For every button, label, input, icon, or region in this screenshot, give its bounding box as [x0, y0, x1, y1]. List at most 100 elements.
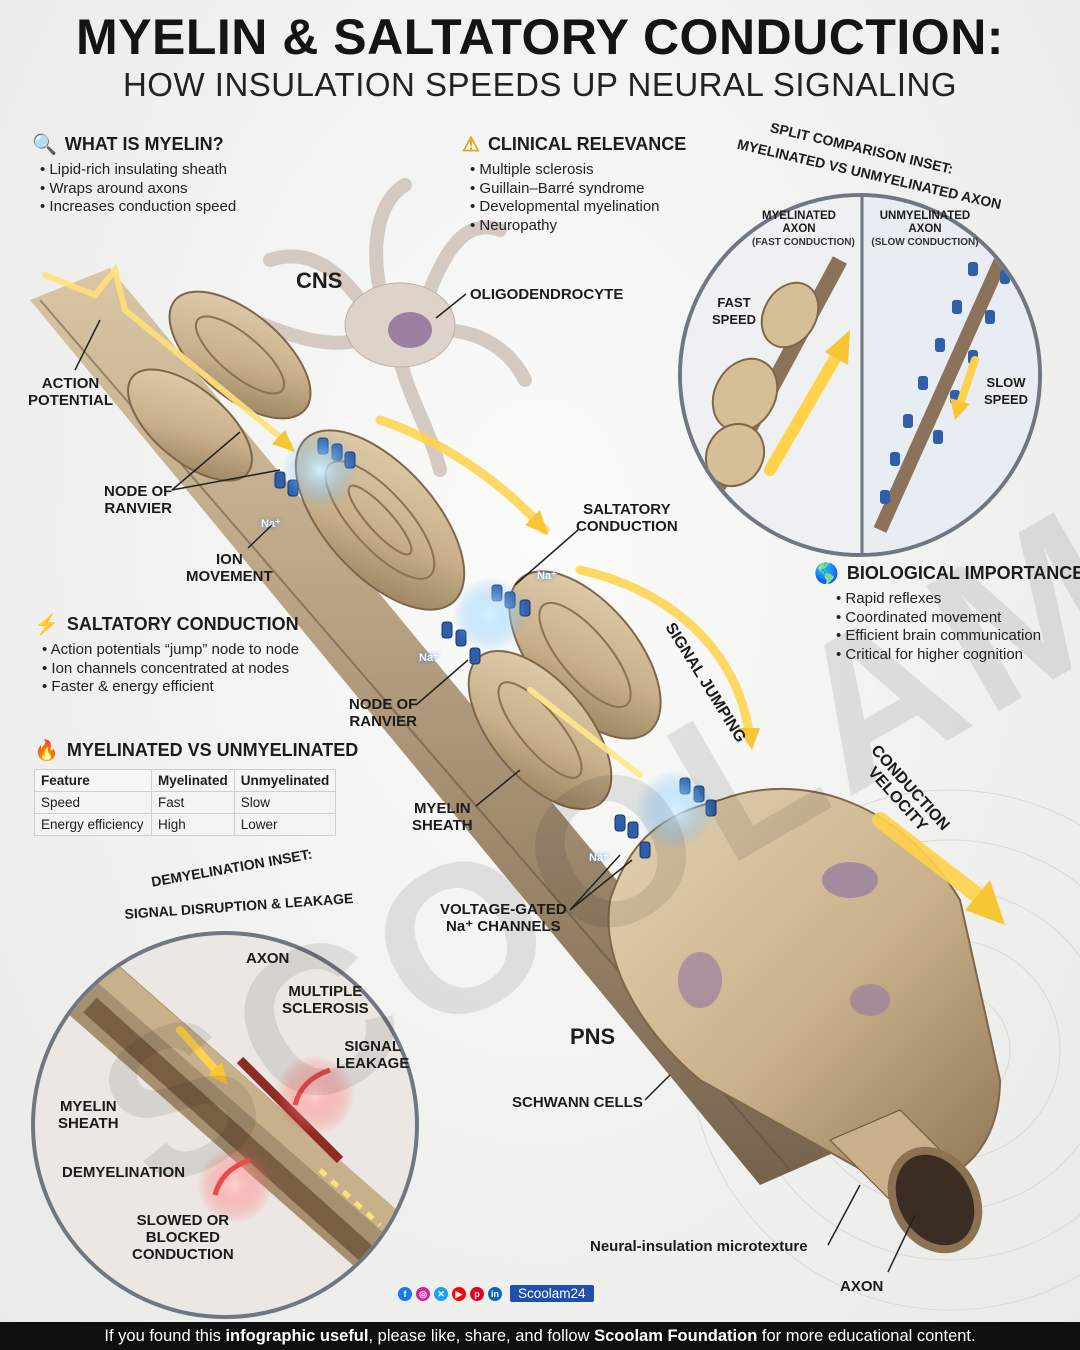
- label-line: ION: [216, 551, 243, 568]
- footer-text: If you found this: [104, 1327, 226, 1345]
- label-line: SPEED: [712, 312, 757, 327]
- label-line: MYELINATED: [762, 210, 836, 222]
- myelin-segment-5: [467, 649, 613, 811]
- label-line: MOVEMENT: [186, 568, 273, 585]
- label-line: AXON: [908, 223, 942, 235]
- label-line: LEAKAGE: [336, 1055, 410, 1072]
- page-subtitle: HOW INSULATION SPEEDS UP NEURAL SIGNALIN…: [122, 66, 958, 103]
- label-line: CONDUCTION: [576, 518, 678, 535]
- inset-label-demyelination: DEMYELINATION: [62, 1164, 186, 1181]
- table-cell: Speed: [34, 791, 152, 814]
- schwann-cell-block: [607, 787, 1002, 1254]
- label-line: SHEATH: [58, 1115, 119, 1132]
- youtube-icon[interactable]: ▶: [452, 1286, 466, 1301]
- label-line: SIGNAL: [344, 1038, 401, 1055]
- instagram-icon[interactable]: ◎: [416, 1286, 430, 1301]
- signal-arrowheads: [272, 430, 1005, 925]
- split-inset-title: SPLIT COMPARISON INSET: MYELINATED VS UN…: [728, 119, 1003, 216]
- fire-icon: 🔥: [34, 739, 59, 762]
- label-axon: AXON: [840, 1278, 884, 1295]
- label-line: Na⁺ CHANNELS: [446, 918, 561, 935]
- label-line: CONDUCTION: [132, 1246, 234, 1263]
- label-line: (SLOW CONDUCTION): [871, 237, 979, 248]
- label-line: NODE OF: [104, 483, 173, 500]
- label-line: UNMYELINATED: [879, 210, 971, 222]
- facebook-icon[interactable]: f: [398, 1286, 412, 1301]
- label-line: MULTIPLE: [288, 983, 363, 1000]
- section-biological-importance: 🌎 BIOLOGICAL IMPORTANCE Rapid reflexes Co…: [814, 563, 1080, 664]
- na-ion-label: Na⁺: [419, 652, 439, 664]
- bullet-item: Neuropathy: [470, 217, 686, 236]
- inset-label-axon: AXON: [246, 950, 290, 967]
- page-title: MYELIN & SALTATORY CONDUCTION:: [76, 9, 1004, 65]
- bullet-item: Multiple sclerosis: [470, 161, 686, 180]
- section-heading: BIOLOGICAL IMPORTANCE: [846, 563, 1080, 583]
- label-line: VOLTAGE-GATED: [440, 901, 567, 918]
- footer-text: for more educational content.: [757, 1327, 976, 1345]
- label-pns: PNS: [570, 1024, 616, 1049]
- globe-icon: 🌎: [814, 562, 839, 585]
- demyelination-inset-circle: [31, 931, 419, 1319]
- table-cell: High: [151, 813, 235, 836]
- label-line: MYELIN: [413, 800, 471, 817]
- footer-text: , please like, share, and follow: [368, 1327, 595, 1345]
- label-line: ACTION: [41, 375, 100, 392]
- na-ion-label: Na⁺: [589, 852, 609, 864]
- footer-bar: If you found this infographic useful, pl…: [0, 1322, 1080, 1350]
- section-saltatory-conduction: ⚡ SALTATORY CONDUCTION Action potentials …: [34, 614, 299, 697]
- bullet-item: Action potentials “jump” node to node: [42, 641, 300, 660]
- label-line: SHEATH: [412, 817, 473, 834]
- label-line: (FAST CONDUCTION): [752, 237, 855, 248]
- label-line: SCLEROSIS: [282, 1000, 369, 1017]
- label-line: SALTATORY: [583, 501, 671, 518]
- bullet-item: Ion channels concentrated at nodes: [42, 660, 299, 679]
- label-cns: CNS: [296, 268, 343, 293]
- social-bar: f ◎ ✕ ▶ p in Scoolam24: [398, 1285, 594, 1302]
- bullet-item: Faster & energy efficient: [42, 678, 299, 697]
- bullet-item: Critical for higher cognition: [836, 646, 1080, 665]
- label-line: MYELIN: [59, 1098, 117, 1115]
- label-line: POTENTIAL: [28, 392, 113, 409]
- linkedin-icon[interactable]: in: [488, 1286, 502, 1301]
- label-line: BLOCKED: [145, 1229, 220, 1246]
- bullet-item: Guillain–Barré syndrome: [470, 180, 686, 199]
- bullet-item: Rapid reflexes: [836, 590, 1080, 609]
- bullet-item: Coordinated movement: [836, 609, 1080, 628]
- section-heading: MYELINATED VS UNMYELINATED: [66, 740, 359, 760]
- label-line: NODE OF: [349, 696, 418, 713]
- table-row: Speed Fast Slow: [34, 791, 337, 814]
- bullet-item: Lipid-rich insulating sheath: [40, 161, 236, 180]
- label-oligodendrocyte: OLIGODENDROCYTE: [470, 286, 624, 303]
- pinterest-icon[interactable]: p: [470, 1286, 484, 1301]
- oligodendrocyte-cell: [243, 178, 532, 477]
- node-glow: [282, 432, 715, 850]
- label-schwann-cells: SCHWANN CELLS: [512, 1094, 643, 1111]
- magnifier-icon: 🔍: [32, 133, 57, 156]
- table-cell: Energy efficiency: [34, 813, 152, 836]
- table-cell: Fast: [151, 791, 235, 814]
- x-twitter-icon[interactable]: ✕: [434, 1286, 448, 1301]
- bullet-item: Developmental myelination: [470, 198, 686, 217]
- lightning-icon: ⚡: [34, 613, 59, 636]
- bullet-item: Wraps around axons: [40, 180, 236, 199]
- warning-icon: ⚠: [462, 133, 480, 156]
- social-handle[interactable]: Scoolam24: [510, 1285, 594, 1302]
- label-line: SLOW: [986, 375, 1026, 390]
- section-heading: SALTATORY CONDUCTION: [66, 614, 299, 634]
- signal-arrows: [42, 263, 998, 913]
